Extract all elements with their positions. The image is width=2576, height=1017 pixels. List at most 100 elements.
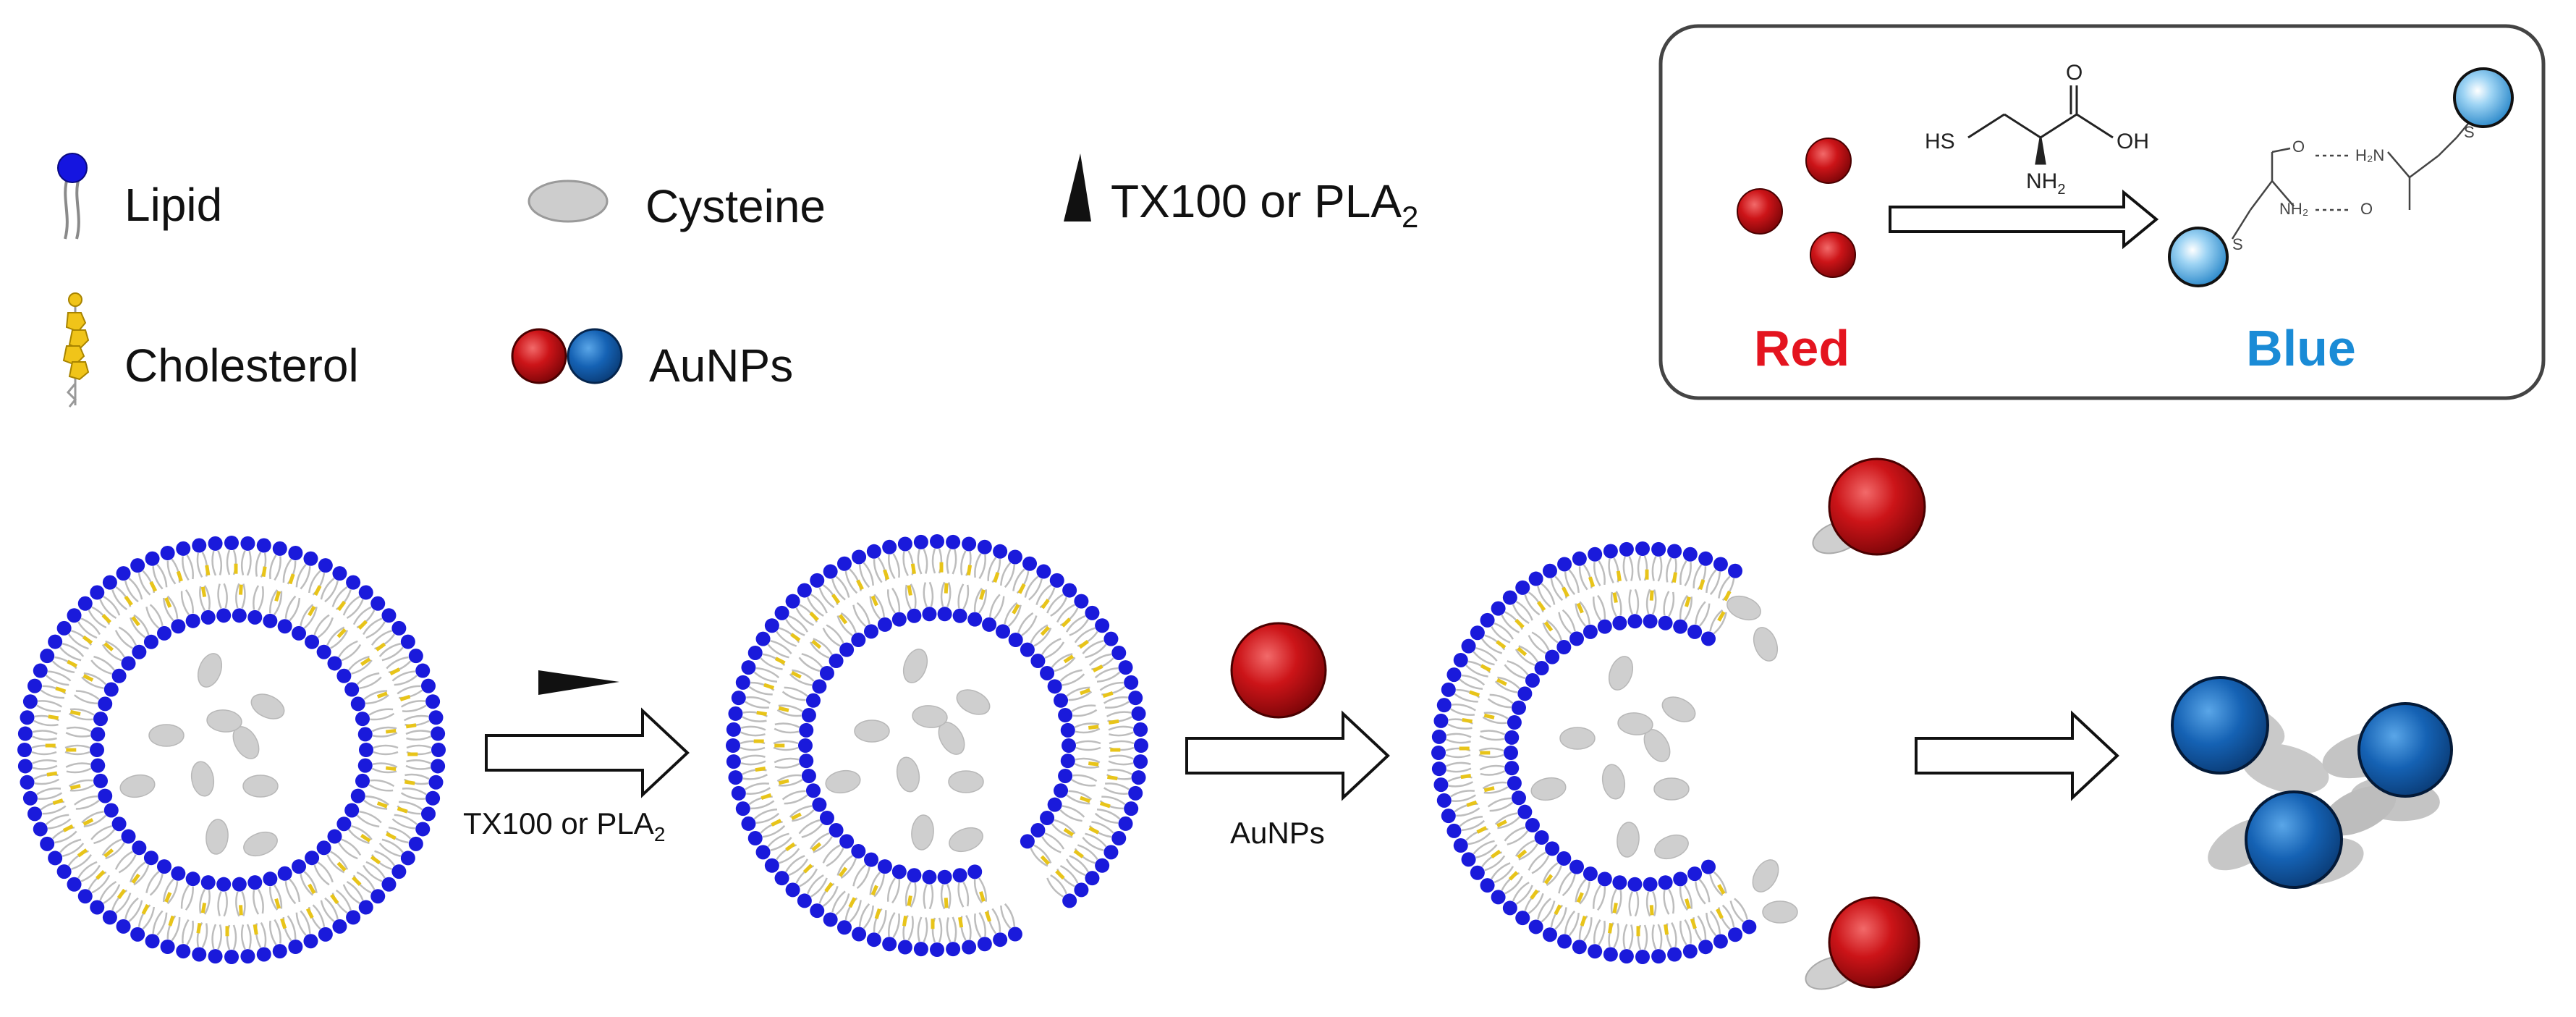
lipid-head <box>1007 549 1022 565</box>
lipid-tail <box>1044 832 1065 850</box>
tx100-label: TX100 or PLA2 <box>1111 175 1418 234</box>
lipid-tail <box>287 915 297 940</box>
lipid-head <box>798 738 813 753</box>
lipid-tail <box>1645 891 1651 917</box>
cysteine-icon <box>206 709 242 733</box>
lipid-tail <box>1679 594 1688 620</box>
lipid-head <box>728 770 743 785</box>
lipid-tail <box>892 553 900 578</box>
lipid-tail <box>1473 840 1495 855</box>
lipid-head <box>232 608 247 623</box>
lipid-tail <box>1046 594 1064 614</box>
lipid-head <box>1480 878 1495 893</box>
cysteine-icon <box>911 814 934 851</box>
lipid-head <box>1431 761 1446 777</box>
lipid-tail <box>1514 649 1535 667</box>
lipid-tail <box>863 905 874 929</box>
lipid-head <box>864 852 878 867</box>
lipid-tail <box>974 553 982 578</box>
cholesterol-icon <box>785 842 796 852</box>
lipid-head <box>272 944 287 959</box>
lipid-tail <box>105 640 125 658</box>
lipid-tail <box>130 617 146 638</box>
cholesterol-icon <box>69 709 81 716</box>
cholesterol-icon <box>82 674 94 682</box>
lipid-tail <box>235 583 240 609</box>
lipid-head <box>1074 594 1089 609</box>
complex-o-left-label: O <box>2292 138 2305 156</box>
lipid-head <box>1441 809 1456 824</box>
lipid-tail <box>404 773 430 780</box>
lipid-tail <box>1459 678 1483 690</box>
lipid-tail <box>1579 881 1590 905</box>
lipid-head <box>1673 619 1688 634</box>
lipid-head <box>1062 583 1077 598</box>
lipid-head <box>1054 783 1069 798</box>
cholesterol-icon <box>52 798 64 806</box>
lipid-head <box>318 927 333 942</box>
lipid-head <box>303 934 318 949</box>
cysteine-structure <box>1967 85 2114 165</box>
lipid-head <box>425 694 441 709</box>
lipid-head <box>1542 927 1557 942</box>
lipid-tail <box>938 917 943 943</box>
lipid-head <box>408 649 423 664</box>
lipid-tail <box>114 630 133 649</box>
lipid-tail <box>770 837 792 851</box>
lipid-tail <box>203 890 211 915</box>
lipid-tail <box>873 559 883 583</box>
lipid-head <box>381 608 397 623</box>
cholesterol-icon <box>838 866 848 877</box>
lipid-tail <box>93 829 115 845</box>
lipid-tail <box>902 551 909 576</box>
lipid-tail <box>1446 738 1471 744</box>
cholesterol-icon <box>1612 592 1618 603</box>
cholesterol-icon <box>103 642 114 651</box>
cholesterol-icon <box>1554 904 1562 916</box>
lipid-tail <box>32 764 58 770</box>
lipid-head <box>1651 541 1666 557</box>
lipid-head <box>263 613 278 628</box>
lipid-tail <box>88 609 107 629</box>
lipid-head <box>812 797 827 812</box>
lipid-tail <box>62 843 85 857</box>
lipid-tail <box>1541 900 1556 923</box>
lipid-tail <box>326 854 345 874</box>
lipid-head <box>819 665 834 680</box>
lipid-tail <box>1004 564 1016 588</box>
lipid-tail <box>1072 774 1098 782</box>
lipid-head <box>1619 949 1634 964</box>
vesicle-leaking <box>1431 541 1798 964</box>
lipid-tail <box>989 594 1001 617</box>
lipid-tail <box>1096 671 1121 683</box>
lipid-head <box>1627 614 1643 629</box>
lipid-tail <box>923 549 928 574</box>
lipid-head <box>1111 645 1127 660</box>
cholesterol-icon <box>96 870 106 880</box>
lipid-head <box>1597 872 1612 887</box>
cholesterol-icon <box>168 915 175 927</box>
lipid-tail <box>171 917 181 942</box>
lipid-head <box>1040 811 1055 826</box>
cholesterol-icon <box>1576 602 1584 614</box>
lipid-head <box>132 840 147 856</box>
lipid-head <box>346 910 361 925</box>
lipid-head <box>1728 927 1743 942</box>
cholesterol-icon <box>1063 654 1075 664</box>
step-arrow-3 <box>1915 710 2119 801</box>
lipid-tail <box>755 667 780 679</box>
lipid-tail <box>856 866 870 890</box>
lipid-tail <box>1597 886 1606 911</box>
lipid-tail <box>348 829 370 845</box>
lipid-tail <box>1593 885 1602 909</box>
cholesterol-icon <box>1107 775 1118 781</box>
lipid-tail <box>166 881 179 905</box>
lipid-head <box>1133 722 1148 737</box>
cholesterol-icon <box>1460 774 1472 780</box>
lipid-tail <box>67 633 89 650</box>
cholesterol-icon <box>870 595 878 607</box>
lipid-head <box>1453 838 1468 853</box>
lipid-head <box>344 803 360 818</box>
lipid-tail <box>391 818 415 830</box>
lipid-tail <box>1091 821 1114 834</box>
